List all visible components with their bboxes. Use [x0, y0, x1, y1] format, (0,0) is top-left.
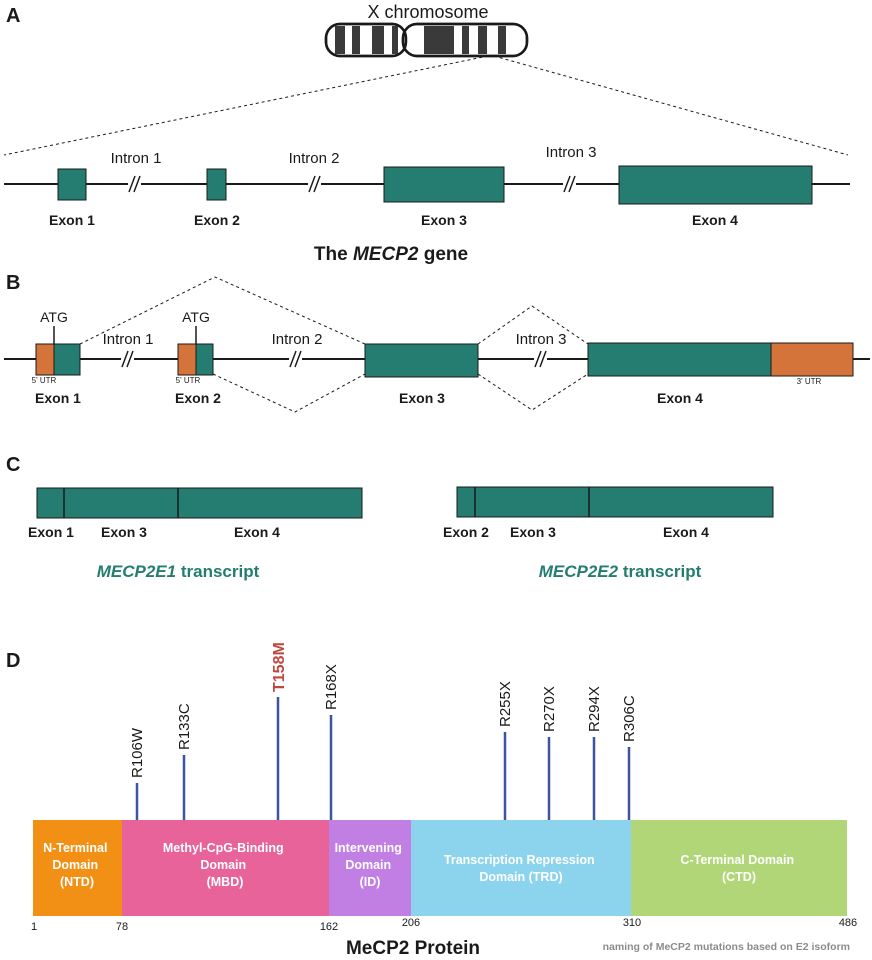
domain-ctd [631, 820, 847, 916]
domain-mbd [122, 820, 329, 916]
e2-exon-3-label: Exon 3 [510, 524, 556, 540]
panel-a-letter: A [6, 5, 20, 27]
splice-lines [79, 276, 589, 413]
x-chromosome-icon [324, 22, 529, 58]
mrna-intron-3-label: Intron 3 [516, 331, 567, 348]
gene-title: The MECP2 gene [314, 244, 468, 265]
mrna-exon-2-label: Exon 2 [175, 390, 221, 406]
mutation-label-r270x: R270X [541, 686, 558, 732]
gene-exon-2-label: Exon 2 [194, 212, 240, 228]
gene-exon-1 [57, 168, 87, 201]
mutation-label-r106w: R106W [129, 727, 146, 778]
domain-trd [411, 820, 631, 916]
protein-title: MeCP2 Protein [346, 938, 480, 959]
position-1: 1 [31, 921, 37, 933]
domain-id-label: Intervening Domain (ID) [335, 841, 406, 889]
panel-d-letter: D [6, 650, 20, 672]
mrna-exon-3-label: Exon 3 [399, 390, 445, 406]
e1-exon-1-label: Exon 1 [28, 524, 74, 540]
e1-exon-3-label: Exon 3 [101, 524, 147, 540]
e2-exon-2-label: Exon 2 [443, 524, 489, 540]
e2-exon-4-label: Exon 4 [663, 524, 709, 540]
zoom-line-right [493, 55, 849, 156]
position-310: 310 [623, 917, 641, 929]
e1-transcript-bar [36, 487, 363, 519]
domain-mbd-label: Methyl-CpG-Binding Domain (MBD) [163, 841, 287, 889]
mutation-label-r306c: R306C [621, 695, 638, 742]
position-206: 206 [402, 917, 420, 929]
utr5-label-1: 5' UTR [32, 376, 57, 385]
chromosome-label: X chromosome [367, 2, 488, 22]
zoom-line-left [3, 55, 489, 156]
mutation-label-r294x: R294X [586, 686, 603, 732]
gene-intron-3-label: Intron 3 [546, 144, 597, 161]
mrna-exon-4 [587, 342, 772, 377]
gene-exon-3 [383, 166, 505, 203]
gene-exon-4 [618, 165, 813, 205]
mrna-break-marks [121, 350, 547, 368]
gene-exon-1-label: Exon 1 [49, 212, 95, 228]
gene-break-marks [128, 175, 576, 193]
mutation-label-t158m: T158M [271, 642, 288, 692]
gene-exon-2 [206, 168, 227, 201]
position-162: 162 [320, 921, 338, 933]
mutation-label-r255x: R255X [497, 681, 514, 727]
mrna-exon-4-label: Exon 4 [657, 390, 703, 406]
utr5-exon-1 [35, 343, 55, 376]
utr3-exon-4 [770, 342, 854, 377]
e1-exon-4-label: Exon 4 [234, 524, 280, 540]
atg-label-2: ATG [182, 309, 210, 325]
panel-c-letter: C [6, 454, 20, 476]
mrna-exon-1-label: Exon 1 [35, 390, 81, 406]
e2-transcript-bar [456, 486, 774, 518]
domain-ntd [33, 820, 122, 916]
utr3-label: 3' UTR [797, 377, 822, 386]
utr5-exon-2 [177, 343, 197, 376]
domain-ntd-label: N-Terminal Domain (NTD) [43, 841, 111, 889]
atg-label-1: ATG [40, 309, 68, 325]
utr5-label-2: 5' UTR [176, 376, 201, 385]
domain-ctd-label: C-Terminal Domain (CTD) [680, 853, 797, 884]
mrna-intron-1-label: Intron 1 [103, 331, 154, 348]
panel-b-letter: B [6, 272, 20, 294]
e2-transcript-title: MECP2E2 transcript [539, 562, 702, 581]
mrna-exon-3 [364, 343, 479, 378]
isoform-note: naming of MeCP2 mutations based on E2 is… [603, 941, 850, 953]
position-78: 78 [116, 921, 128, 933]
position-486: 486 [839, 917, 857, 929]
domain-id [329, 820, 411, 916]
e1-transcript-title: MECP2E1 transcript [97, 562, 260, 581]
mutation-stems [135, 697, 631, 820]
protein-domain-bar [33, 820, 847, 916]
gene-intron-2-label: Intron 2 [289, 150, 340, 167]
mrna-intron-2-label: Intron 2 [272, 331, 323, 348]
gene-exon-3-label: Exon 3 [421, 212, 467, 228]
gene-intron-1-label: Intron 1 [111, 150, 162, 167]
gene-exon-4-label: Exon 4 [692, 212, 738, 228]
mrna-exon-2 [195, 343, 214, 376]
mrna-exon-1 [53, 343, 81, 376]
domain-trd-label: Transcription Repression Domain (TRD) [444, 853, 598, 884]
mutation-label-r168x: R168X [323, 664, 340, 710]
mutation-label-r133c: R133C [176, 703, 193, 750]
